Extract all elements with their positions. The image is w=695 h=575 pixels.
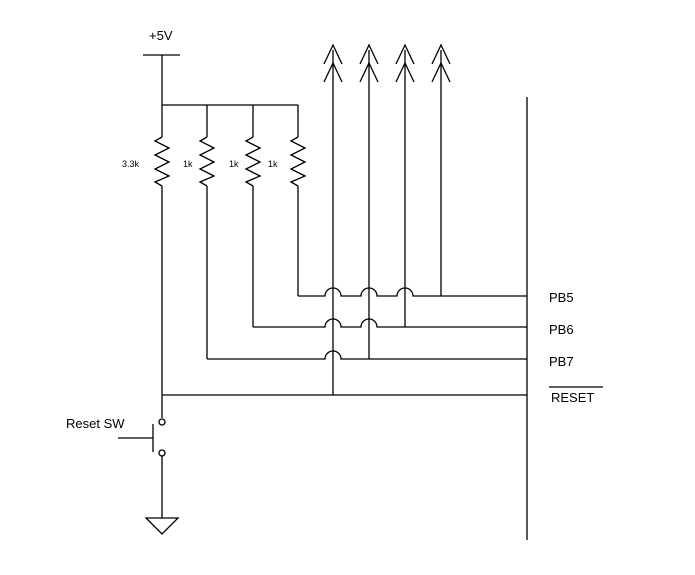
resistor-r2-label: 1k (183, 159, 193, 169)
resistor-r1-label: 3.3k (122, 159, 140, 169)
supply-label: +5V (149, 28, 173, 43)
output-line-2 (359, 43, 379, 359)
resistor-r4-label: 1k (268, 159, 278, 169)
resistor-r2 (198, 105, 216, 187)
pin-label-pb7: PB7 (549, 354, 574, 369)
pb5-rail (298, 287, 527, 297)
output-line-1 (323, 43, 343, 395)
resistor-r1 (153, 105, 171, 187)
pb6-rail (253, 318, 527, 328)
output-line-4 (431, 43, 451, 296)
resistor-r3 (244, 105, 262, 187)
resistor-r3-label: 1k (229, 159, 239, 169)
pin-label-pb5: PB5 (549, 290, 574, 305)
pin-label-pb6: PB6 (549, 322, 574, 337)
reset-switch (118, 418, 166, 457)
pb7-rail (207, 350, 527, 360)
output-line-3 (395, 43, 415, 327)
resistor-r4 (289, 105, 307, 187)
pin-label-reset: RESET (551, 390, 594, 405)
switch-label: Reset SW (66, 416, 125, 431)
ground-symbol (144, 517, 180, 535)
